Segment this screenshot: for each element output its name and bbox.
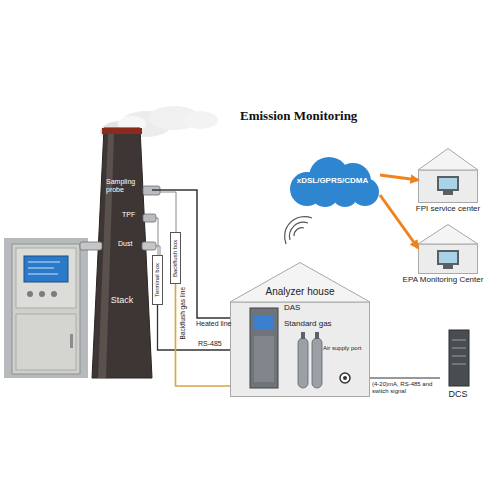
house-wall [231, 302, 370, 397]
house-roof [230, 263, 370, 303]
sampling-probe [143, 186, 160, 195]
dcs-server [449, 330, 469, 386]
stack-body [92, 128, 152, 378]
wireless-signal [285, 217, 312, 244]
probe-wire [160, 192, 176, 232]
server-body [449, 330, 469, 386]
dcs-node: DCS [440, 328, 476, 404]
server-slot [452, 340, 466, 341]
flow-arrow [380, 195, 418, 248]
signal-arc [294, 228, 304, 236]
stack-chimney: Stack [92, 128, 152, 378]
cabinet-photo [4, 238, 88, 378]
screen-line [28, 268, 54, 269]
cabinet-button [51, 291, 57, 297]
node-label: Terminal box [152, 255, 163, 305]
terminal-box: Terminal box [152, 255, 163, 305]
line-label: (4-20)mA, RS-485 and switch signal [372, 381, 438, 394]
house-roof [418, 149, 478, 171]
signal-arc [289, 222, 308, 240]
service-center-outline [418, 148, 478, 203]
node-label: Analyzer house [230, 286, 370, 297]
dust-wire [156, 246, 160, 255]
node-label: Backflush box [170, 232, 181, 284]
line-label: Backflush gas line [179, 287, 186, 339]
port-label: Air supply port [323, 345, 369, 352]
stack-highlight [98, 134, 114, 378]
device-label: TPF [122, 211, 135, 219]
node-label: EPA Monitoring Center [390, 276, 496, 285]
node-label: DCS [440, 390, 476, 400]
device-label: Dust [118, 240, 132, 248]
cabinet-screen [24, 256, 68, 282]
signal-line [152, 190, 230, 318]
cabinet-button [39, 291, 45, 297]
cabinet-button [27, 291, 33, 297]
monitoring-center-outline [418, 224, 478, 274]
device-label: Sampling probe [106, 178, 146, 193]
server-slot [452, 364, 466, 365]
screen-line [28, 274, 58, 275]
cabinet-body [12, 244, 80, 374]
server-slot [452, 356, 466, 357]
signal-arc [285, 217, 312, 244]
line-label: Heated line [196, 320, 231, 328]
house-wall [419, 170, 478, 203]
backflush-box: Backflush box [170, 232, 181, 284]
line-label: RS-485 [198, 340, 222, 348]
stack-cap [102, 128, 142, 134]
cabinet-panel [16, 248, 76, 308]
flow-arrow [380, 175, 418, 180]
photo-backdrop [4, 238, 88, 378]
house-roof [418, 225, 478, 245]
analyzer-house-outline [230, 262, 370, 397]
stack-chimney-outline [92, 128, 152, 378]
signal-line [176, 284, 231, 386]
network-cloud: xDSL/GPRS/CDMA [285, 155, 380, 207]
node-label: Stack [92, 296, 152, 306]
smoke-puff [182, 111, 218, 129]
equipment-label: DAS [284, 304, 300, 313]
service-center: FPI service center [418, 148, 478, 203]
server-slot [452, 348, 466, 349]
node-label: FPI service center [390, 205, 500, 214]
diagram-title: Emission Monitoring [240, 108, 357, 124]
signal-line [158, 305, 231, 350]
tpf-wire [156, 218, 158, 255]
screen-line [28, 262, 60, 263]
cabinet-door [16, 314, 76, 370]
monitoring-center: EPA Monitoring Center [418, 224, 478, 274]
signal-line [370, 377, 440, 378]
cabinet-handle [70, 334, 73, 348]
box-outline [171, 233, 181, 284]
analyzer-house: Analyzer house [230, 262, 370, 397]
node-label: xDSL/GPRS/CDMA [285, 177, 380, 186]
box-outline [153, 256, 163, 305]
equipment-label: Standard gas [284, 320, 332, 329]
house-wall [419, 244, 478, 274]
